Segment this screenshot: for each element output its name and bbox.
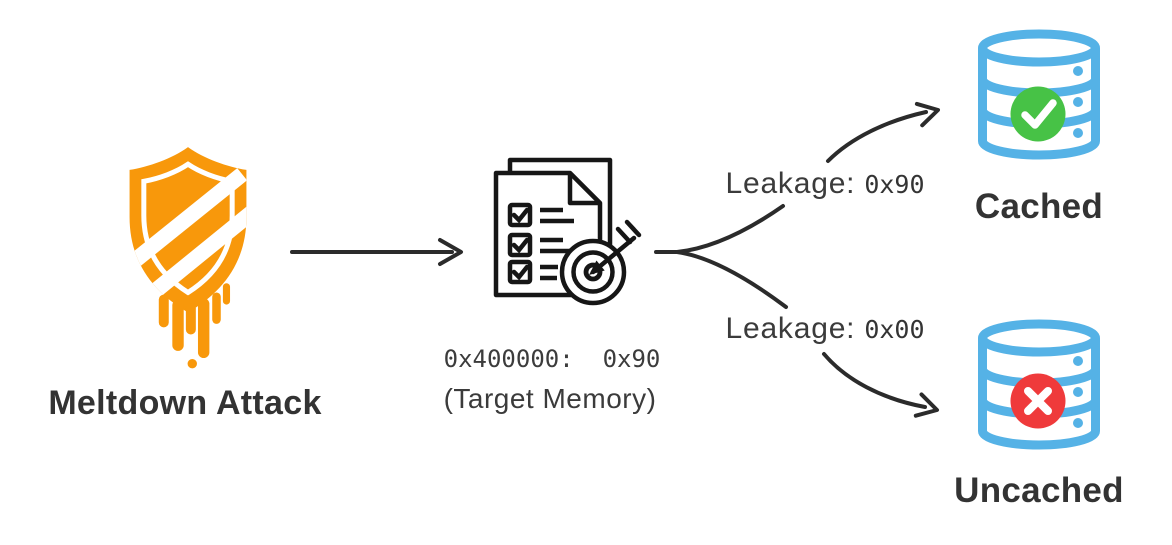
database-dots (1073, 66, 1083, 138)
check-circle-icon (1010, 86, 1066, 142)
meltdown-shield-icon (129, 147, 247, 369)
x-glyph (1024, 387, 1052, 415)
fork-branch-down (675, 250, 788, 309)
x-circle-icon (1010, 373, 1066, 429)
checkmark-2 (511, 237, 530, 254)
attacker-label: Meltdown Attack (48, 384, 322, 422)
arrowhead-attacker-to-target (438, 238, 463, 266)
shield-stripes (129, 168, 247, 303)
arrowhead-to-uncached (913, 392, 939, 418)
cached-label: Cached (974, 187, 1104, 226)
leakage-prefix-uncached: Leakage: (725, 312, 856, 345)
checkbox-3 (507, 259, 533, 285)
bullseye-target (559, 219, 642, 306)
arrowhead-to-cached (914, 101, 940, 128)
database-dots (1073, 356, 1083, 428)
target-address: 0x400000: 0x90 (443, 345, 661, 373)
arrow-to-cached (826, 110, 928, 163)
checkbox-1 (507, 202, 533, 228)
arrow-to-uncached (822, 352, 927, 409)
dart-fletching (615, 219, 642, 245)
shield-drip-dot (187, 359, 197, 369)
uncached-label: Uncached (954, 471, 1124, 510)
checkbox-2 (507, 232, 533, 258)
page-fold-corner (567, 173, 600, 206)
check-glyph (1021, 99, 1057, 129)
leakage-label-uncached: Leakage: 0x00 (710, 312, 940, 347)
leakage-prefix-cached: Leakage: (725, 167, 856, 200)
leakage-value-uncached: 0x00 (864, 315, 925, 344)
leakage-label-cached: Leakage: 0x90 (710, 167, 940, 202)
shield-melt-drips (158, 283, 231, 359)
checklist-target-icon (493, 157, 642, 306)
leakage-value-cached: 0x90 (864, 170, 925, 199)
database-x-icon (978, 319, 1100, 450)
dart-tip (589, 260, 605, 275)
fork-branch-up (675, 204, 785, 254)
target-caption: (Target Memory) (443, 383, 657, 414)
checklist-rows (507, 202, 574, 285)
database-check-icon (978, 29, 1100, 160)
checkmark-3 (511, 264, 530, 281)
checkmark-1 (511, 207, 530, 224)
